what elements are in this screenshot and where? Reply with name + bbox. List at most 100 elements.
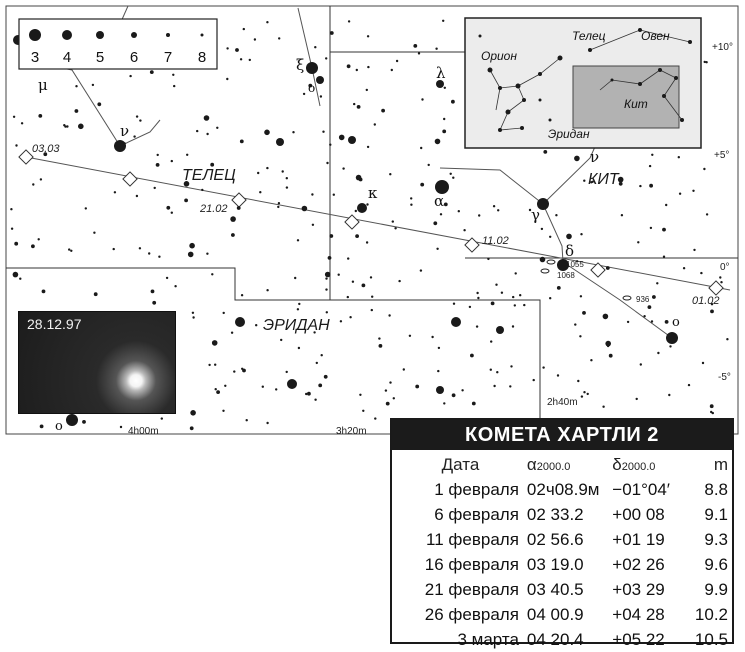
label-mu: μ	[38, 76, 48, 94]
background-star	[468, 305, 472, 309]
background-star	[556, 286, 561, 290]
background-star	[170, 159, 173, 163]
legend-dot	[131, 32, 137, 38]
background-star	[294, 276, 297, 280]
row-dec: +04 28	[612, 604, 665, 624]
constellation-boundaries	[6, 6, 738, 434]
background-star	[451, 99, 455, 104]
background-star	[602, 313, 609, 320]
background-star	[664, 320, 669, 324]
background-star	[315, 361, 318, 365]
background-star	[435, 47, 438, 50]
background-star	[113, 191, 117, 194]
track-marker	[231, 192, 247, 208]
galaxy-markers	[540, 259, 632, 301]
background-star	[662, 255, 666, 258]
background-star	[319, 95, 323, 98]
header-dec-epoch: 2000.0	[621, 460, 656, 473]
background-star	[421, 98, 424, 101]
inset-label-taurus: Телец	[572, 29, 606, 43]
background-star	[155, 163, 160, 167]
legend-mag: 6	[130, 49, 138, 66]
background-star	[235, 48, 239, 52]
background-star	[703, 167, 706, 171]
table-row: 3 марта 04 20.4 +05 22 10.5	[398, 627, 732, 652]
background-star	[427, 163, 430, 167]
inset-label-cetus: Кит	[624, 97, 648, 111]
background-star	[703, 60, 706, 64]
galaxy-label: 1068	[557, 271, 575, 280]
table-row: 1 февраля 02ч08.9м −01°04′ 8.8	[398, 477, 732, 502]
background-star	[566, 233, 572, 240]
row-dec: +03 29	[612, 579, 665, 599]
background-star	[367, 65, 370, 69]
row-mag: 9.1	[704, 504, 728, 524]
legend-dot	[96, 31, 104, 39]
star	[496, 326, 504, 334]
background-star	[549, 297, 552, 300]
background-star	[285, 177, 288, 180]
background-star	[338, 134, 345, 141]
background-star	[332, 193, 335, 196]
background-star	[191, 311, 195, 314]
background-star	[542, 366, 545, 369]
inset-label-aries: Овен	[641, 29, 670, 43]
background-star	[354, 209, 357, 213]
comet-photo: 28.12.97	[18, 311, 176, 414]
background-star	[408, 334, 412, 337]
header-mag: m	[713, 454, 728, 474]
background-star	[129, 74, 132, 78]
track-marker	[590, 262, 606, 278]
background-star	[266, 21, 269, 24]
background-stars	[10, 19, 729, 431]
background-star	[389, 381, 392, 384]
background-star	[231, 233, 235, 237]
background-star	[19, 277, 22, 280]
background-star	[325, 57, 328, 60]
background-star	[710, 309, 714, 314]
background-star	[492, 205, 496, 208]
row-date: 6 февраля	[434, 504, 519, 524]
background-star	[648, 164, 652, 168]
row-mag: 9.9	[704, 579, 728, 599]
legend-mag: 5	[96, 49, 104, 66]
background-star	[651, 153, 654, 156]
background-star	[39, 424, 44, 429]
background-star	[635, 397, 638, 401]
background-star	[434, 138, 441, 145]
row-date: 1 февраля	[434, 479, 519, 499]
dec-label: 0°	[720, 262, 730, 273]
background-star	[339, 320, 343, 323]
background-star	[211, 340, 218, 346]
background-star	[135, 115, 139, 118]
background-star	[437, 369, 440, 373]
constellation-eridanus: ЭРИДАН	[263, 317, 330, 334]
label-o-right: o	[672, 315, 680, 330]
background-star	[523, 303, 526, 307]
background-star	[457, 210, 460, 213]
background-star	[500, 291, 504, 294]
background-star	[253, 38, 257, 41]
background-star	[617, 176, 624, 183]
row-ra: 02 33.2	[526, 504, 584, 524]
background-star	[277, 205, 280, 209]
background-star	[266, 166, 269, 170]
background-star	[173, 84, 176, 88]
background-star	[490, 301, 495, 306]
background-star	[320, 354, 323, 357]
row-dec: −01°04′	[612, 479, 670, 499]
background-star	[443, 402, 446, 405]
background-star	[705, 61, 708, 64]
background-star	[41, 289, 46, 294]
background-star	[324, 271, 331, 278]
background-star	[37, 238, 40, 241]
background-star	[158, 255, 161, 258]
background-star	[370, 308, 373, 312]
background-star	[579, 335, 582, 338]
row-ra: 02ч08.9м	[526, 479, 600, 499]
track-marker	[344, 214, 360, 230]
ra-label: 3h20m	[336, 426, 367, 437]
star	[235, 317, 245, 327]
background-star	[216, 390, 221, 394]
background-star	[214, 363, 217, 366]
